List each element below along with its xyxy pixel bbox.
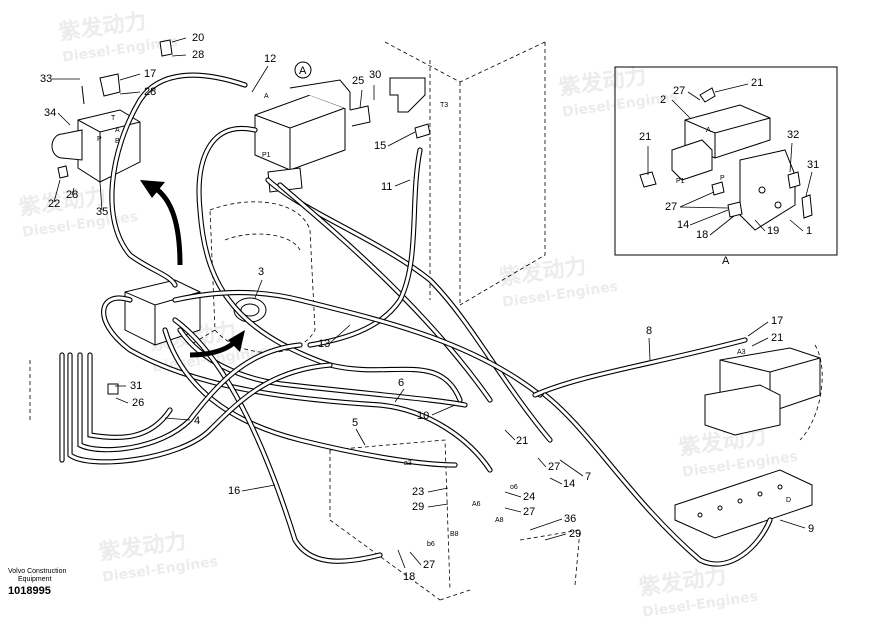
callout-25: 25 xyxy=(352,75,364,87)
callout-10: 10 xyxy=(417,410,429,422)
port-label: P1 xyxy=(676,178,685,185)
upper-valve-assembly xyxy=(254,77,431,193)
detail-a-label: A xyxy=(722,255,730,267)
callout-13: 13 xyxy=(318,338,330,350)
port-label: A3 xyxy=(737,349,746,356)
port-label: P xyxy=(720,175,725,182)
callout-27: 27 xyxy=(423,559,435,571)
flow-arrows xyxy=(140,180,245,358)
port-label: T xyxy=(111,115,116,122)
port-label: A xyxy=(115,127,120,134)
callout-17: 17 xyxy=(771,315,783,327)
leader-lines xyxy=(52,37,813,569)
port-label: T3 xyxy=(440,102,448,109)
callout-1: 1 xyxy=(806,225,812,237)
port-label: b6 xyxy=(427,541,435,548)
callout-34: 34 xyxy=(44,107,56,119)
callout-29: 29 xyxy=(569,528,581,540)
port-label: D xyxy=(786,497,791,504)
callout-5: 5 xyxy=(352,417,358,429)
port-label: B xyxy=(115,138,120,145)
callout-27: 27 xyxy=(673,85,685,97)
port-label: A xyxy=(706,127,711,134)
callout-6: 6 xyxy=(398,377,404,389)
callout-18: 18 xyxy=(696,229,708,241)
callout-18: 18 xyxy=(403,571,415,583)
callout-23: 23 xyxy=(412,486,424,498)
view-ref-a: A xyxy=(294,61,312,79)
callout-3: 3 xyxy=(258,266,264,278)
callout-36: 36 xyxy=(564,513,576,525)
callout-28: 28 xyxy=(192,49,204,61)
brand-block: Volvo Construction Equipment xyxy=(8,568,66,584)
view-ref-a-text: A xyxy=(299,65,307,77)
detail-a-valve-assembly xyxy=(639,87,813,231)
port-label: P xyxy=(97,136,102,143)
callout-29: 29 xyxy=(412,501,424,513)
detail-a-frame xyxy=(614,66,838,256)
port-label: A6 xyxy=(472,501,481,508)
callout-30: 30 xyxy=(369,69,381,81)
callout-2: 2 xyxy=(660,94,666,106)
callout-14: 14 xyxy=(677,219,689,231)
callout-20: 20 xyxy=(192,32,204,44)
callout-14: 14 xyxy=(563,478,575,490)
callout-27: 27 xyxy=(523,506,535,518)
port-label: A8 xyxy=(495,517,504,524)
callout-21: 21 xyxy=(516,435,528,447)
callout-35: 35 xyxy=(96,206,108,218)
callout-22: 22 xyxy=(48,198,60,210)
callout-19: 19 xyxy=(767,225,779,237)
callout-27: 27 xyxy=(548,461,560,473)
callout-4: 4 xyxy=(194,415,200,427)
callout-32: 32 xyxy=(787,129,799,141)
callout-28: 28 xyxy=(144,86,156,98)
brand-name: Volvo Construction xyxy=(8,568,67,575)
right-distribution-block xyxy=(674,347,821,539)
callout-26: 26 xyxy=(132,397,144,409)
callout-12: 12 xyxy=(264,53,276,65)
callout-31: 31 xyxy=(130,380,142,392)
callout-28: 28 xyxy=(66,189,78,201)
brand-name-line2: Equipment xyxy=(18,576,52,583)
port-label: a3 xyxy=(404,460,412,467)
callout-21: 21 xyxy=(751,77,763,89)
callout-7: 7 xyxy=(585,471,591,483)
callout-17: 17 xyxy=(144,68,156,80)
callout-21: 21 xyxy=(639,131,651,143)
callout-24: 24 xyxy=(523,491,535,503)
chassis-outline xyxy=(29,41,823,601)
callout-31: 31 xyxy=(807,159,819,171)
port-label: o6 xyxy=(510,484,518,491)
callout-11: 11 xyxy=(381,181,392,193)
callout-9: 9 xyxy=(808,523,814,535)
port-label: A xyxy=(264,93,269,100)
port-label: P1 xyxy=(262,152,271,159)
callout-33: 33 xyxy=(40,73,52,85)
callout-15: 15 xyxy=(374,140,386,152)
callout-16: 16 xyxy=(228,485,240,497)
callout-21: 21 xyxy=(771,332,783,344)
callout-8: 8 xyxy=(646,325,652,337)
port-label: B8 xyxy=(450,531,459,538)
callout-27: 27 xyxy=(665,201,677,213)
figure-id: 1018995 xyxy=(8,585,51,597)
